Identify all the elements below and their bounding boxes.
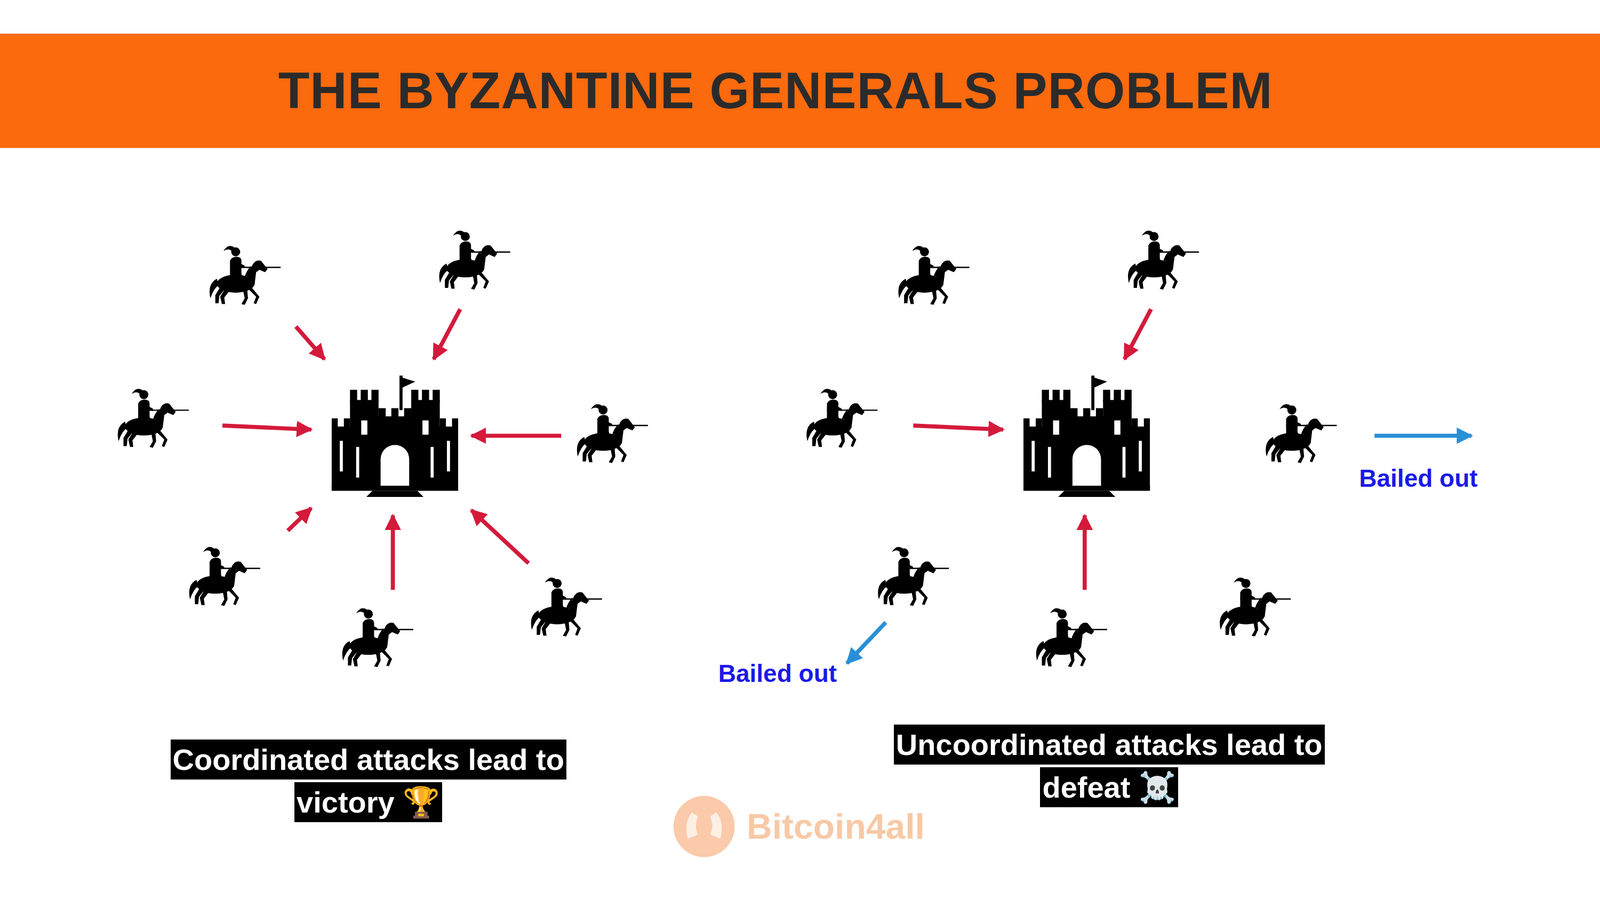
watermark-logo [673, 796, 735, 858]
caption-box: Uncoordinated attacks lead to defeat ☠️ [880, 723, 1339, 810]
right-army [806, 230, 1472, 668]
title-text: THE BYZANTINE GENERALS PROBLEM [278, 61, 1274, 120]
watermark: Bitcoin4all [746, 806, 925, 847]
title-band [0, 33, 1600, 148]
caption-box: Coordinated attacks lead to victory 🏆 [157, 738, 580, 824]
bailed-out-label: Bailed out [718, 659, 837, 688]
caption-text: Uncoordinated attacks lead to defeat ☠️ [893, 724, 1325, 808]
bailed-out-label: Bailed out [1358, 464, 1478, 493]
left-army [117, 230, 650, 668]
caption-text: Coordinated attacks lead to victory 🏆 [170, 739, 567, 823]
